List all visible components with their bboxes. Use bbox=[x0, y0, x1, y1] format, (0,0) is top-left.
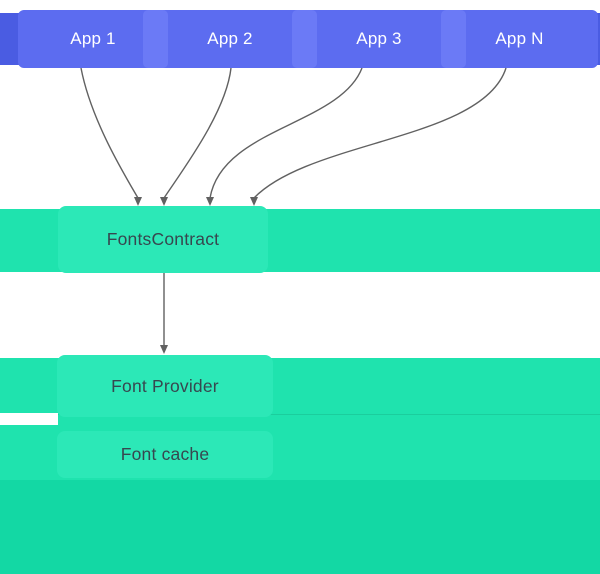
font-provider-label: Font Provider bbox=[111, 375, 219, 396]
app-n-arrowhead bbox=[250, 197, 258, 206]
fonts-contract-label: FontsContract bbox=[106, 229, 220, 249]
fonts-contract-box: FontsContract bbox=[58, 206, 268, 273]
contract-to-provider-arrowhead bbox=[160, 345, 168, 354]
font-provider-box: Font Provider bbox=[57, 355, 273, 417]
provider-band-seam bbox=[57, 414, 600, 415]
app-box-overlap-2-3 bbox=[292, 10, 317, 68]
app-3-arrowhead bbox=[206, 197, 214, 206]
app-box-overlap-3-n bbox=[441, 10, 466, 68]
app-1-arrow-curve bbox=[80, 67, 139, 199]
app-1-label: App 1 bbox=[70, 29, 116, 48]
app-1-arrowhead bbox=[134, 197, 142, 206]
app-n-label: App N bbox=[495, 29, 544, 48]
font-cache-box: Font cache bbox=[57, 431, 273, 478]
app-box-2: App 2 bbox=[143, 10, 317, 68]
app-2-label: App 2 bbox=[207, 29, 253, 48]
app-2-arrow-curve bbox=[163, 67, 232, 199]
font-cache-label: Font cache bbox=[120, 444, 210, 464]
system-bottom-block bbox=[0, 480, 600, 574]
app-box-n: App N bbox=[441, 10, 598, 68]
app-n-arrow-curve bbox=[253, 67, 507, 199]
app-box-3: App 3 bbox=[292, 10, 466, 68]
app-box-overlap-1-2 bbox=[143, 10, 168, 68]
left-band-gap bbox=[0, 413, 58, 425]
app-2-arrowhead bbox=[160, 197, 168, 206]
app-3-arrow-curve bbox=[209, 67, 363, 199]
app-3-label: App 3 bbox=[356, 29, 402, 48]
